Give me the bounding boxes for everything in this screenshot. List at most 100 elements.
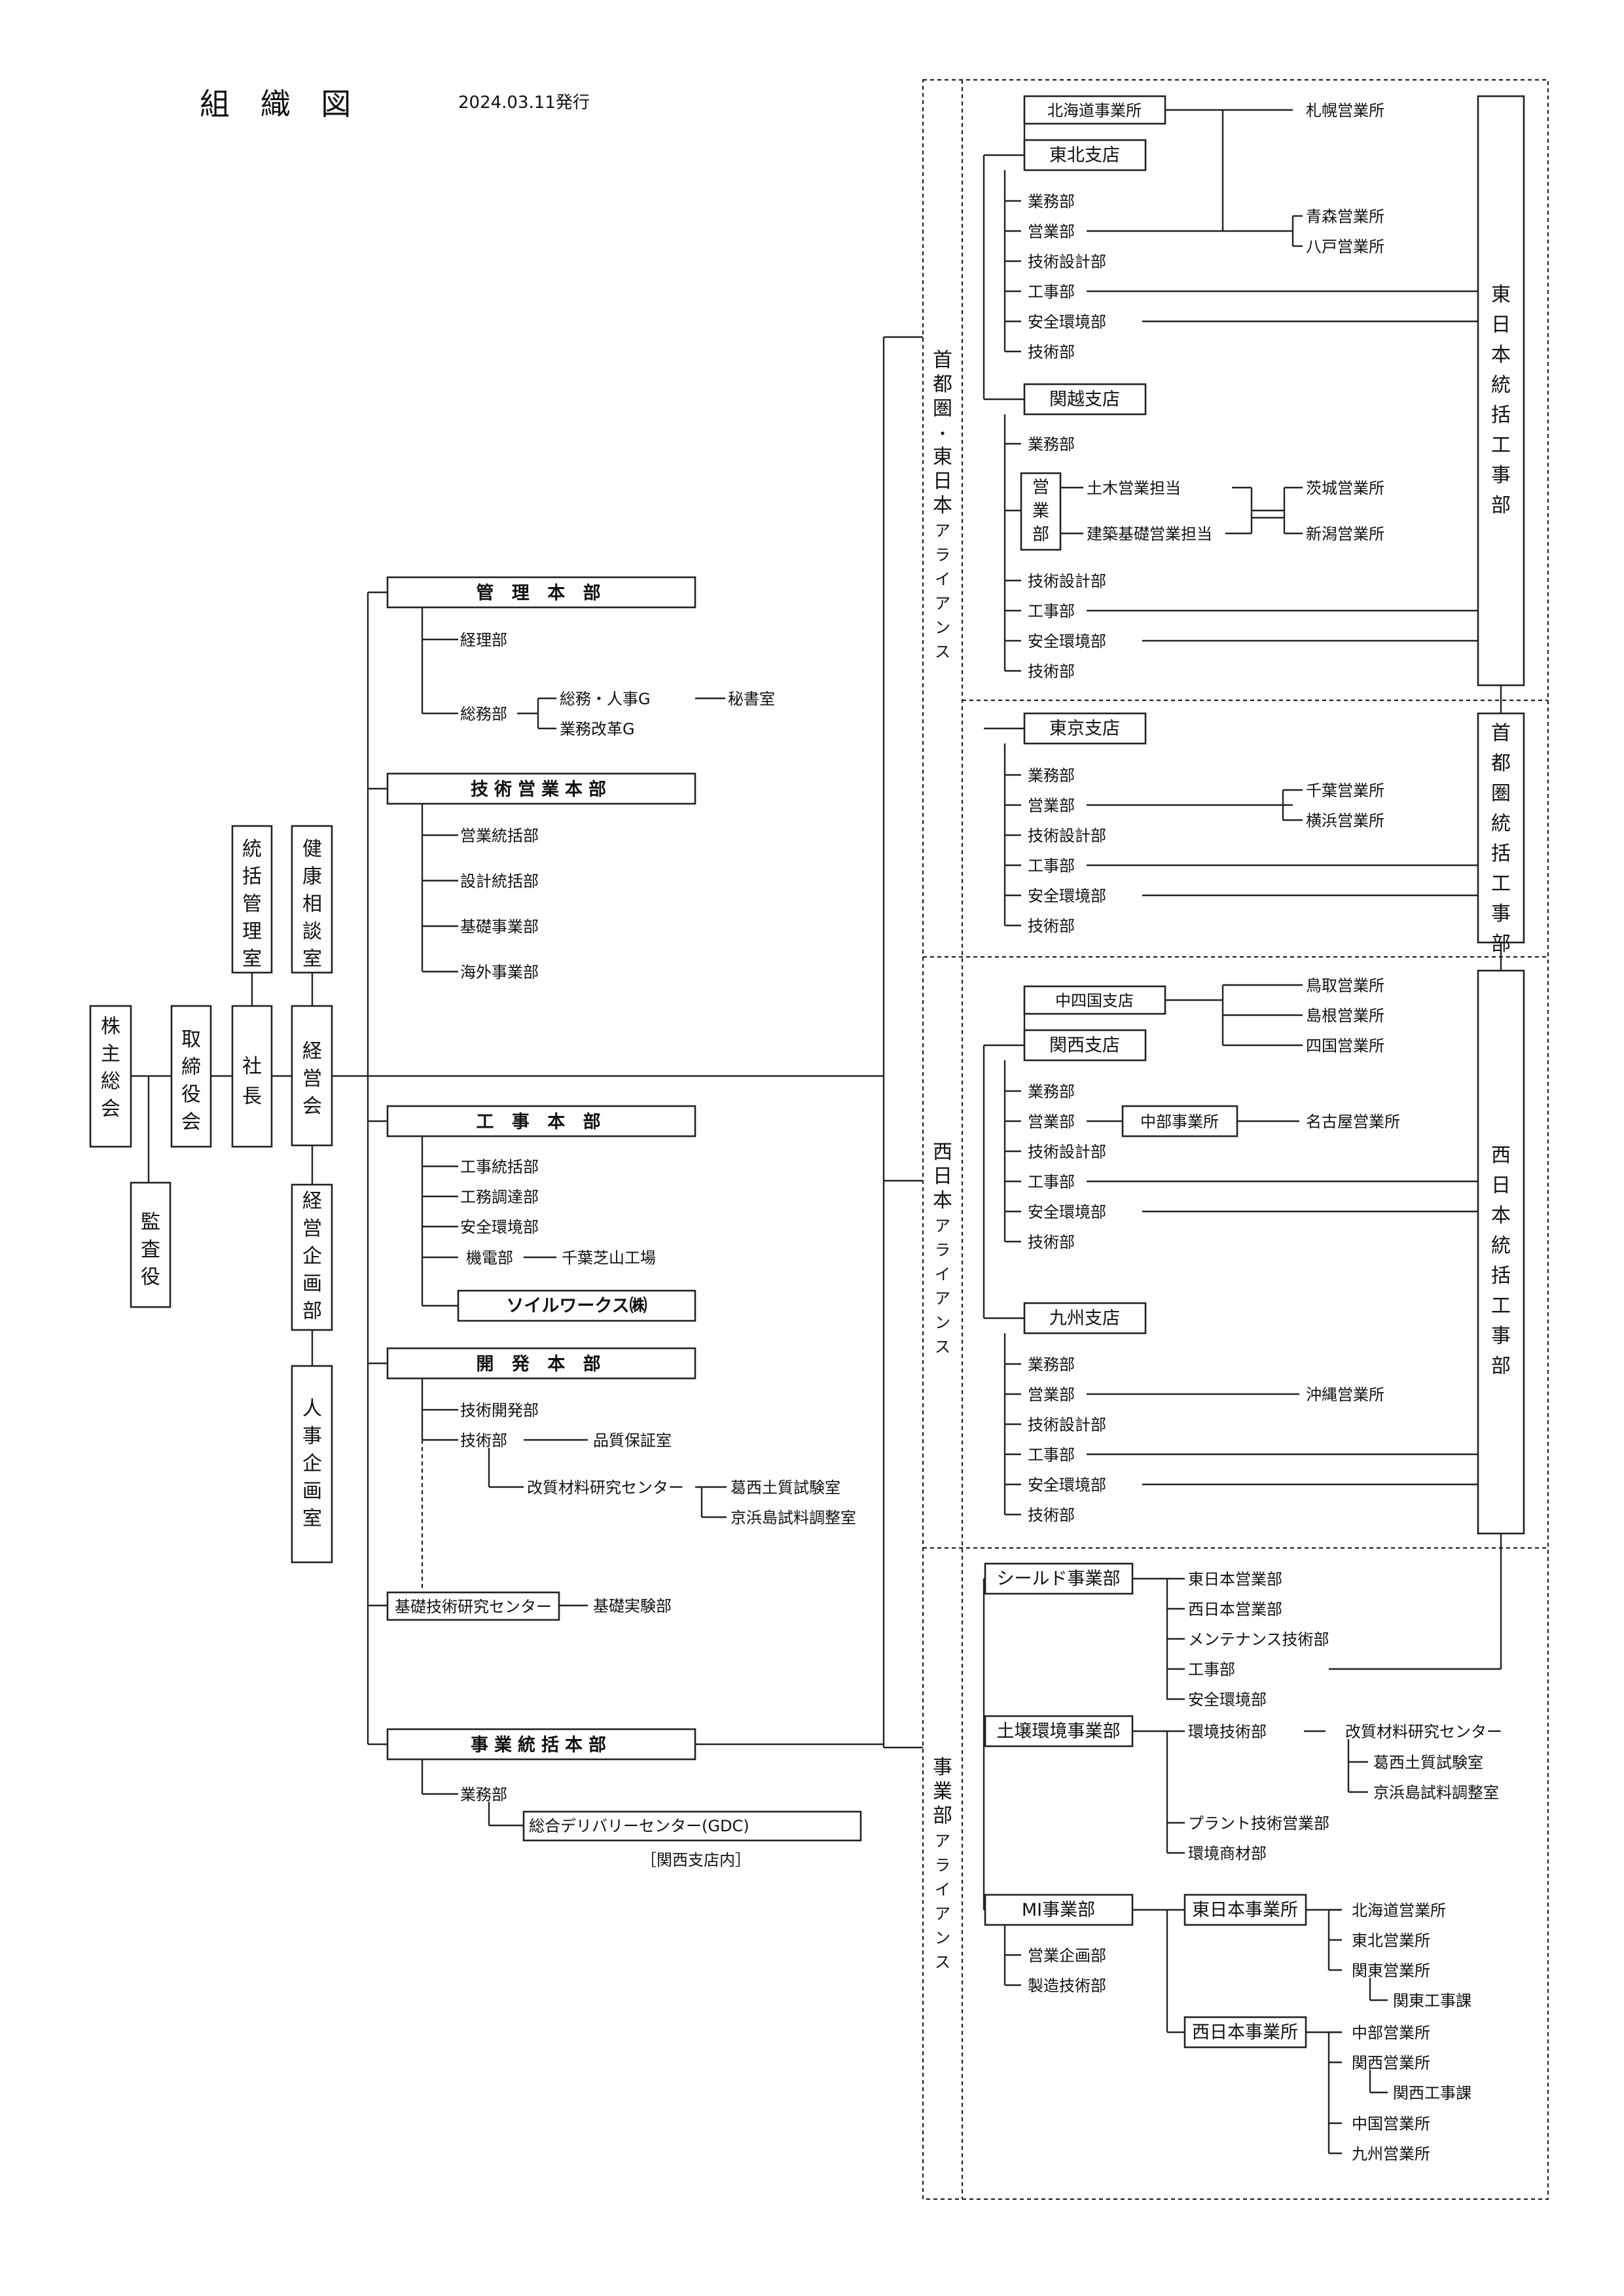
chiba-factory: 千葉芝山工場 xyxy=(562,1249,656,1267)
shareholders-box: 株主総会 xyxy=(89,1005,132,1148)
shimane-office: 島根営業所 xyxy=(1306,1007,1384,1025)
kanetsu-dept-item: 技術部 xyxy=(1028,662,1075,681)
east-japan-section: 北海道事業所 札幌営業所 東北支店 業務部営業部技術設計部工事部安全環境部技術部… xyxy=(983,95,1525,713)
sapporo-office: 札幌営業所 xyxy=(1306,101,1384,120)
soil-division: 土壌環境事業部 xyxy=(997,1721,1121,1742)
kanetsu-ops: 業務部 xyxy=(1028,435,1075,454)
construction-hq-title: 工 事 本 部 xyxy=(476,1111,606,1132)
mi-item: 製造技術部 xyxy=(1028,1977,1106,1995)
shield-item: 安全環境部 xyxy=(1188,1691,1267,1709)
soil-research-center: 改質材料研究センター xyxy=(1345,1723,1502,1741)
tokyo-dept-item: 業務部 xyxy=(1028,766,1075,785)
tokyo-branch: 東京支店 xyxy=(1049,719,1120,739)
planning-label: 経営企画部 xyxy=(302,1190,322,1323)
kansai-dept-item: 技術設計部 xyxy=(1028,1143,1106,1161)
mi-west-office: 西日本事業所 xyxy=(1192,2022,1298,2043)
construction-item: 工事統括部 xyxy=(460,1158,539,1176)
hr-label: 人事企画室 xyxy=(302,1397,322,1530)
hokkaido-office: 北海道事業所 xyxy=(1047,101,1142,120)
general-office-label: 統括管理室 xyxy=(242,838,262,971)
ibaraki-office: 茨城営業所 xyxy=(1306,479,1384,497)
mi-west-item: 九州営業所 xyxy=(1352,2145,1430,2163)
general-office-box: 統括管理室 xyxy=(231,825,273,974)
civil-sales: 土木営業担当 xyxy=(1087,479,1181,497)
board-box: 取締役会 xyxy=(170,1005,212,1148)
division-alliance-label: 事業部アライアンス xyxy=(933,1756,952,1971)
okinawa-office: 沖縄営業所 xyxy=(1306,1386,1384,1404)
tohoku-dept-item: 技術部 xyxy=(1028,343,1075,361)
tech-dept: 技術部 xyxy=(460,1431,507,1450)
kansai-branch: 関西支店 xyxy=(1049,1035,1120,1056)
hr-box: 人事企画室 xyxy=(291,1365,333,1564)
business-hq-title: 事業統括本部 xyxy=(471,1734,612,1755)
shareholders-label: 株主総会 xyxy=(101,1015,120,1121)
tech-sales-item: 基礎事業部 xyxy=(460,918,539,936)
tokyo-dept-item: 営業部 xyxy=(1028,797,1075,815)
kyushu-dept-item: 技術部 xyxy=(1028,1506,1075,1524)
tech-dev-dept: 技術開発部 xyxy=(460,1401,539,1420)
left-connectors xyxy=(131,336,923,1749)
plant-dept: プラント技術営業部 xyxy=(1188,1814,1329,1833)
west-japan-section: 中四国支店 鳥取営業所 島根営業所 四国営業所 関西支店 業務部営業部技術設計部… xyxy=(983,969,1525,1670)
foundation-center-title: 基礎技術研究センター xyxy=(395,1598,552,1616)
kansai-dept-item: 工事部 xyxy=(1028,1173,1075,1191)
tohoku-dept-item: 業務部 xyxy=(1028,192,1075,211)
kyushu-dept-item: 工事部 xyxy=(1028,1446,1075,1464)
kyushu-branch: 九州支店 xyxy=(1049,1308,1120,1329)
kyushu-dept-item: 営業部 xyxy=(1028,1386,1075,1404)
subsidiary-name: ソイルワークス㈱ xyxy=(506,1296,647,1316)
research-center: 改質材料研究センター xyxy=(527,1479,684,1497)
sales-box-label: 営業部 xyxy=(1032,478,1049,545)
kyushu-dept-item: 技術設計部 xyxy=(1028,1416,1106,1434)
chubu-office: 中部事業所 xyxy=(1140,1113,1219,1131)
auditor-label: 監査役 xyxy=(141,1211,160,1289)
health-box: 健康相談室 xyxy=(291,825,333,974)
mi-east-item: 東北営業所 xyxy=(1352,1931,1430,1950)
general-affairs-dept: 総務部 xyxy=(460,705,507,723)
foundation-center: 基礎技術研究センター 基礎実験部 xyxy=(386,1591,672,1621)
capital-construction-label: 首都圏統括工事部 xyxy=(1491,722,1511,956)
kanto-construction: 関東工事課 xyxy=(1393,1992,1471,2010)
mi-east-item: 関東営業所 xyxy=(1352,1962,1430,1980)
planning-box: 経営企画部 xyxy=(291,1183,333,1331)
tech-sales-hq-title: 技術営業本部 xyxy=(471,779,612,800)
shield-item: 東日本営業部 xyxy=(1188,1570,1282,1588)
development-hq: 開 発 本 部 技術開発部 技術部 品質保証室 改質材料研究センター 葛西土質試… xyxy=(386,1347,856,1590)
nagoya-office: 名古屋営業所 xyxy=(1306,1113,1400,1131)
management-hq: 管 理 本 部 経理部 総務部 総務・人事G 秘書室 業務改革G xyxy=(386,576,775,738)
secretary-office: 秘書室 xyxy=(728,690,775,708)
management-council-box: 経営会 xyxy=(291,1005,333,1147)
reform-group: 業務改革G xyxy=(560,720,635,738)
hachinohe-office: 八戸営業所 xyxy=(1306,238,1384,256)
materials-dept: 環境商材部 xyxy=(1188,1844,1267,1863)
mi-west-item: 関西営業所 xyxy=(1352,2054,1430,2072)
niigata-office: 新潟営業所 xyxy=(1306,525,1384,543)
gdc-note: ［関西支店内］ xyxy=(641,1851,751,1869)
kyushu-dept-item: 安全環境部 xyxy=(1028,1476,1106,1494)
machinery-dept: 機電部 xyxy=(466,1249,513,1267)
development-hq-title: 開 発 本 部 xyxy=(476,1354,606,1374)
business-hq: 事業統括本部 業務部 総合デリバリーセンター(GDC) ［関西支店内］ xyxy=(386,1728,862,1869)
mi-west-item: 中国営業所 xyxy=(1352,2115,1430,2133)
tokyo-dept-item: 技術部 xyxy=(1028,917,1075,935)
mi-division: MI事業部 xyxy=(1022,1900,1095,1920)
management-council-label: 経営会 xyxy=(302,1040,322,1118)
shield-item: 工事部 xyxy=(1188,1660,1235,1679)
soil-env-tech: 環境技術部 xyxy=(1188,1723,1267,1741)
tottori-office: 鳥取営業所 xyxy=(1306,977,1384,995)
tohoku-branch: 東北支店 xyxy=(1049,145,1120,166)
east-construction-label: 東日本統括工事部 xyxy=(1491,283,1511,517)
tohoku-dept-item: 安全環境部 xyxy=(1028,313,1106,331)
president-label: 社長 xyxy=(242,1055,262,1108)
business-ops-dept: 業務部 xyxy=(460,1785,507,1804)
kasai-lab: 葛西土質試験室 xyxy=(731,1479,840,1497)
